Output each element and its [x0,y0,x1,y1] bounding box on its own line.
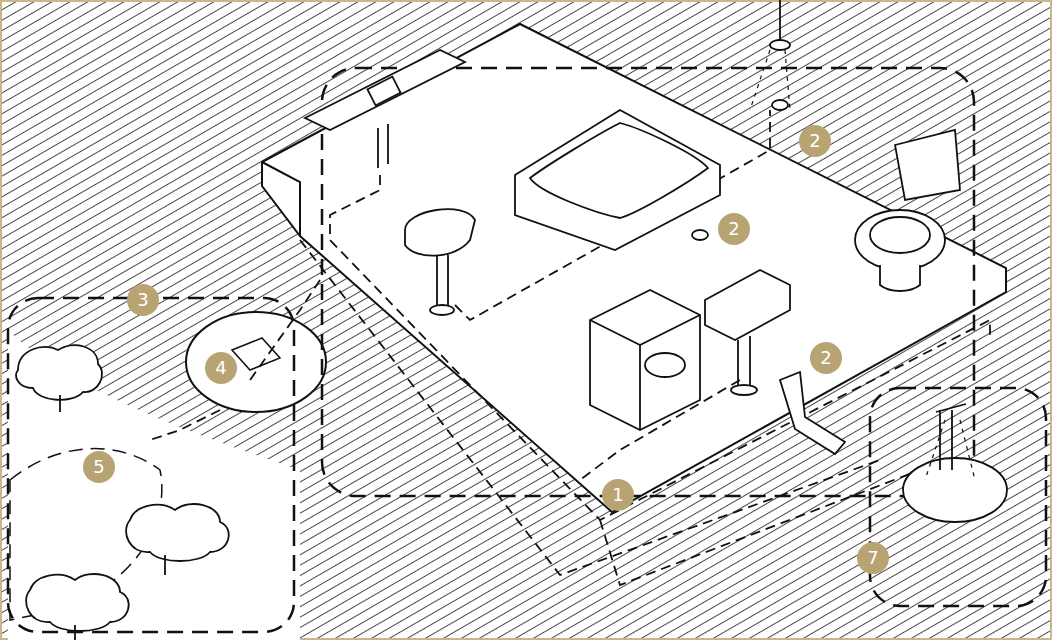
callout-number: 3 [127,284,159,316]
callout-number: 4 [205,352,237,384]
callout-number: 7 [857,542,889,574]
callout-number: 2 [810,342,842,374]
callout-number: 2 [718,213,750,245]
callout-number: 1 [602,479,634,511]
callout-number: 2 [799,125,831,157]
callout-number: 5 [83,451,115,483]
